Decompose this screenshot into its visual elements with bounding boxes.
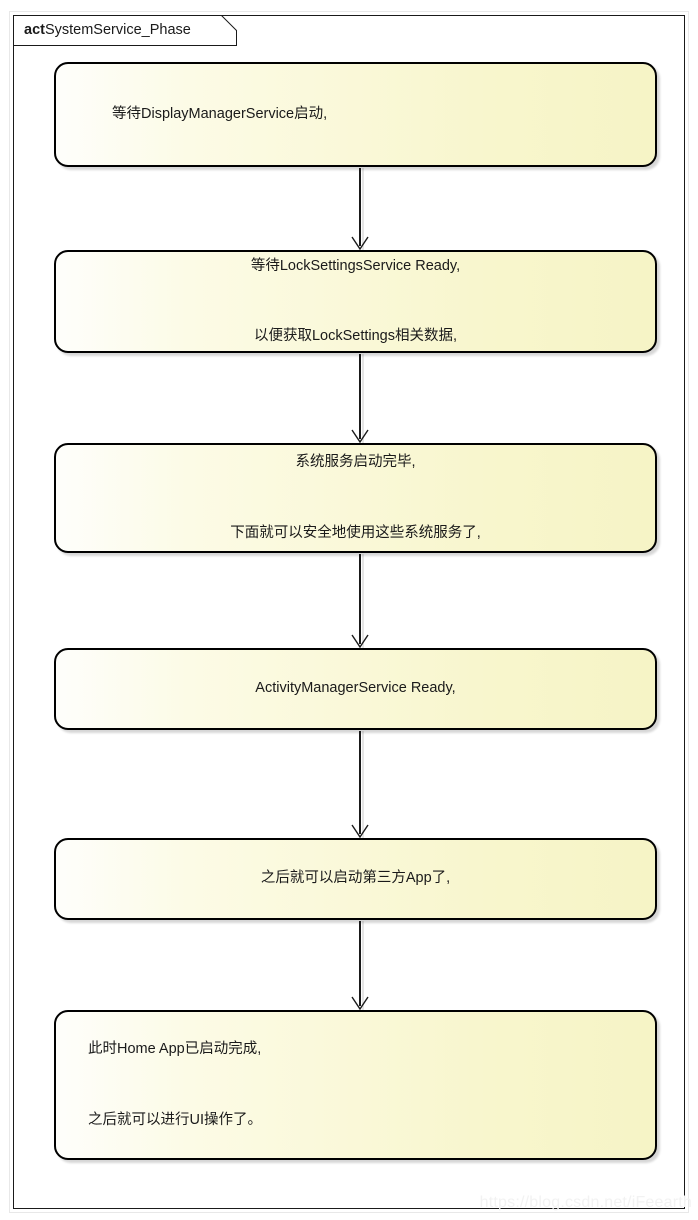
- node-line: 此时Home App已启动完成,: [88, 1041, 262, 1057]
- activity-node-phase-lock-settings-ready[interactable]: PHASE_LOCK_SETTINGS_READY 等待LockSettings…: [54, 250, 657, 353]
- activity-node-phase-third-party-apps-can-start[interactable]: PHASE_THIRD_PARTY_APPS_CAN_START 之后就可以启动…: [54, 838, 657, 920]
- node-text: PHASE_BOOT_COMPLETED 启动完成, 此时Home App已启动…: [56, 1012, 655, 1158]
- edge-shadow: [362, 921, 364, 1010]
- arrowhead-icon: [351, 996, 369, 1010]
- node-line: 以便获取LockSettings相关数据,: [253, 328, 458, 344]
- edge-shadow: [362, 731, 364, 838]
- edge-shadow: [362, 554, 364, 648]
- node-line: 下面就可以安全地使用这些系统服务了,: [230, 524, 481, 541]
- arrowhead-icon: [351, 236, 369, 250]
- frame-name-label: SystemService_Phase: [44, 22, 191, 38]
- node-line: 之后就可以进行UI操作了。: [88, 1111, 262, 1128]
- node-line: 等待LockSettingsService Ready,: [250, 257, 461, 274]
- node-line: ActivityManagerService Ready,: [255, 680, 456, 697]
- edge-shadow: [362, 354, 364, 443]
- node-text: PHASE_THIRD_PARTY_APPS_CAN_START 之后就可以启动…: [56, 840, 655, 918]
- edge-shadow: [362, 168, 364, 250]
- node-text: PHASE_LOCK_SETTINGS_READY 等待LockSettings…: [56, 252, 655, 351]
- frame-kind-label: act: [24, 22, 45, 38]
- activity-node-phase-activity-manager-ready[interactable]: PHASE_ACTIVITY_MANAGER_READY ActivityMan…: [54, 648, 657, 730]
- arrowhead-icon: [351, 429, 369, 443]
- edge-activity-manager-to-third-party-apps: [359, 731, 361, 834]
- frame-title: actSystemService_Phase: [24, 21, 191, 39]
- edge-third-party-apps-to-boot-completed: [359, 921, 361, 1006]
- watermark-text: https://blog.csdn.net/iFeearth: [479, 1194, 692, 1211]
- node-line: 等待DisplayManagerService启动,: [112, 105, 328, 122]
- frame-name-tab: [13, 15, 237, 46]
- node-text: PHASE_WAIT_FOR_DEFAULT_DISPLAY 等待Display…: [56, 64, 655, 165]
- node-line: 系统服务启动完毕,: [295, 454, 416, 470]
- node-text: PHASE_SYSTEM_SERVICES_READY 系统服务启动完毕, 下面…: [56, 445, 655, 551]
- node-text: PHASE_ACTIVITY_MANAGER_READY ActivityMan…: [56, 650, 655, 728]
- edge-lock-settings-to-system-services: [359, 354, 361, 439]
- arrowhead-icon: [351, 634, 369, 648]
- node-line: 之后就可以启动第三方App了,: [260, 870, 451, 887]
- activity-node-phase-boot-completed[interactable]: PHASE_BOOT_COMPLETED 启动完成, 此时Home App已启动…: [54, 1010, 657, 1160]
- arrowhead-icon: [351, 824, 369, 838]
- activity-node-phase-wait-for-default-display[interactable]: PHASE_WAIT_FOR_DEFAULT_DISPLAY 等待Display…: [54, 62, 657, 167]
- edge-phase-wait-to-lock-settings: [359, 168, 361, 246]
- activity-node-phase-system-services-ready[interactable]: PHASE_SYSTEM_SERVICES_READY 系统服务启动完毕, 下面…: [54, 443, 657, 553]
- edge-system-services-to-activity-manager: [359, 554, 361, 644]
